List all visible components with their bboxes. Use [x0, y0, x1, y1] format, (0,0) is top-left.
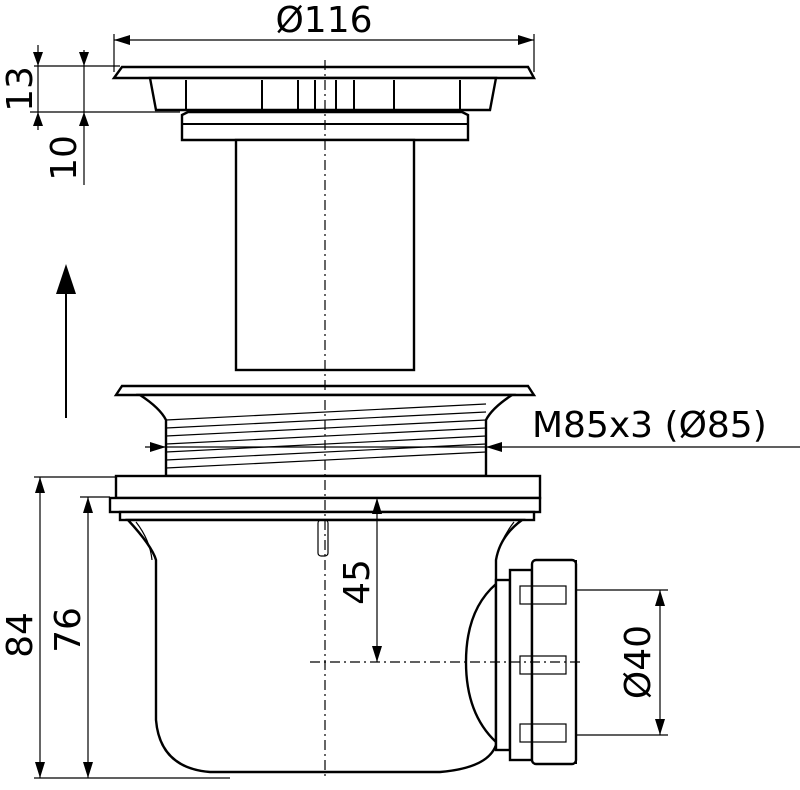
dim-text-outlet-diameter: Ø40: [618, 625, 659, 699]
dim-text-outlet-axis: 45: [337, 559, 378, 605]
dim-text-frame-height: 10: [44, 135, 85, 181]
dim-text-thread: M85x3 (Ø85): [532, 405, 767, 446]
dim-outlet-diameter: Ø40: [576, 589, 668, 736]
dim-thread: M85x3 (Ø85): [145, 405, 800, 452]
dim-body-heights: 84 76: [0, 476, 230, 779]
arrow-up-icon: [56, 264, 76, 418]
grate: [111, 65, 537, 142]
dim-text-top-diameter: Ø116: [275, 0, 372, 41]
outlet-connector: [464, 558, 578, 766]
dim-text-total-height: 84: [0, 612, 41, 658]
extension-pipe: [234, 138, 416, 372]
dim-grate-heights: 13 10: [0, 45, 180, 185]
dim-text-body-height: 76: [48, 607, 89, 653]
dim-top-diameter: Ø116: [113, 0, 535, 72]
dim-outlet-axis: 45: [337, 498, 382, 662]
dim-text-grate-height: 13: [0, 66, 41, 112]
